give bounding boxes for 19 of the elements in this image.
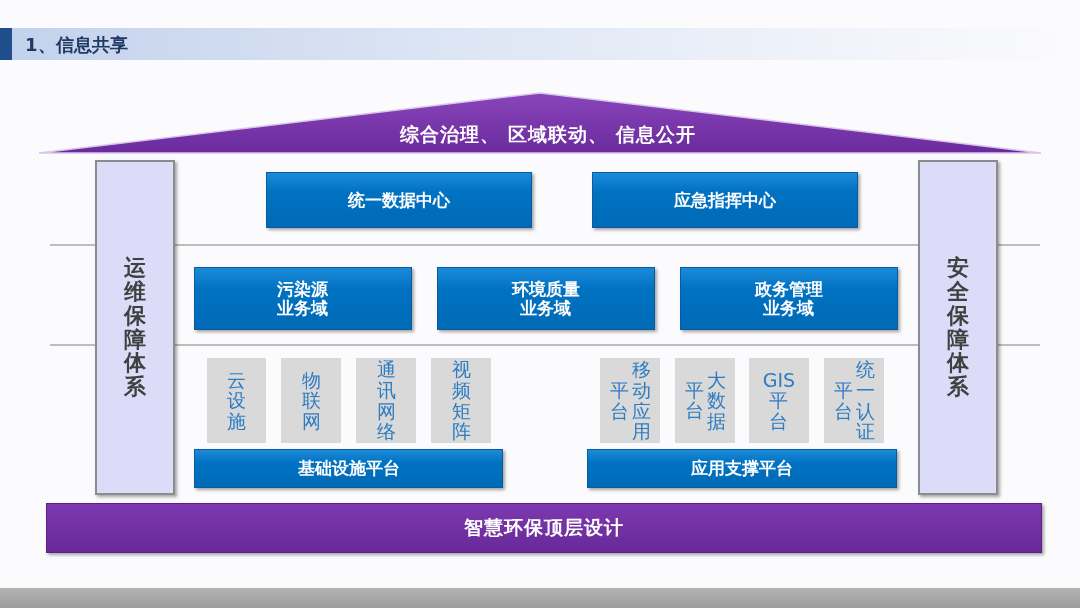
item-tile: 视频矩阵 bbox=[431, 358, 491, 443]
item-tile: 统一认证平台 bbox=[824, 358, 884, 443]
item-tile: GIS平台 bbox=[749, 358, 809, 443]
item-tile: 云设施 bbox=[207, 358, 266, 443]
pillar-panel: 运维保障体系 bbox=[95, 160, 175, 495]
module-box: 统一数据中心 bbox=[266, 172, 532, 228]
roof-triangle: 综合治理、 区域联动、 信息公开 bbox=[38, 92, 1042, 154]
module-box: 环境质量业务域 bbox=[437, 267, 655, 330]
item-tile: 移动应用平台 bbox=[600, 358, 660, 443]
module-box: 污染源业务域 bbox=[194, 267, 412, 330]
pillar-panel: 安全保障体系 bbox=[918, 160, 998, 495]
module-box: 政务管理业务域 bbox=[680, 267, 898, 330]
module-box: 应用支撑平台 bbox=[587, 449, 897, 488]
module-box: 应急指挥中心 bbox=[592, 172, 858, 228]
item-tile: 物联网 bbox=[281, 358, 341, 443]
foundation-bar: 智慧环保顶层设计 bbox=[46, 503, 1042, 553]
item-tile: 通讯网络 bbox=[356, 358, 416, 443]
module-box: 基础设施平台 bbox=[194, 449, 503, 488]
section-title: 1、信息共享 bbox=[25, 33, 128, 57]
